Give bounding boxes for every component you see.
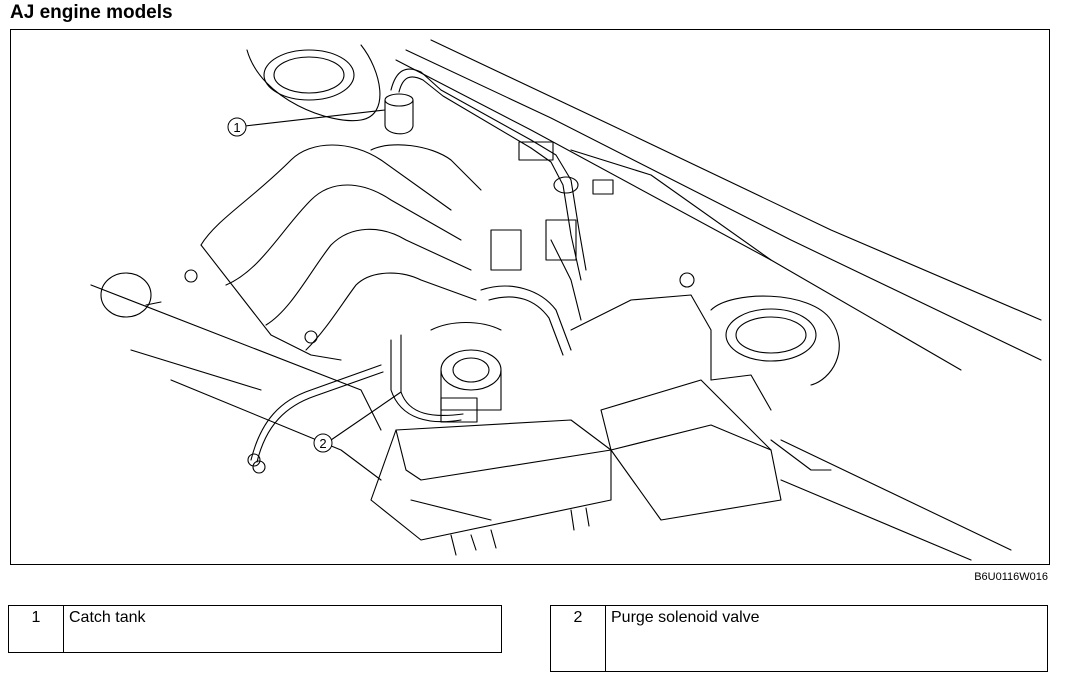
callout-1: 1 [227,117,247,137]
legend-number: 1 [8,605,64,653]
purge-solenoid-valve [390,322,502,423]
callout-1-number: 1 [233,120,240,135]
legend-row: 1 Catch tank [8,605,502,653]
catch-tank [384,68,532,149]
legend-number: 2 [550,605,606,672]
callout-2-number: 2 [319,436,326,451]
engine-diagram: 1 2 [10,29,1050,565]
oil-filler-cap [100,272,152,318]
legend-table-1: 1 Catch tank [8,605,502,653]
page-title: AJ engine models [10,2,173,23]
legend-table-2: 2 Purge solenoid valve [550,605,1048,672]
legend-part-name: Purge solenoid valve [605,605,1048,672]
legend-part-name: Catch tank [63,605,502,653]
legend-row: 2 Purge solenoid valve [550,605,1048,672]
figure-code: B6U0116W016 [974,571,1048,583]
callout-2: 2 [313,433,333,453]
engine-line-drawing [90,39,1042,561]
callout-layer: 1 2 [227,117,333,453]
